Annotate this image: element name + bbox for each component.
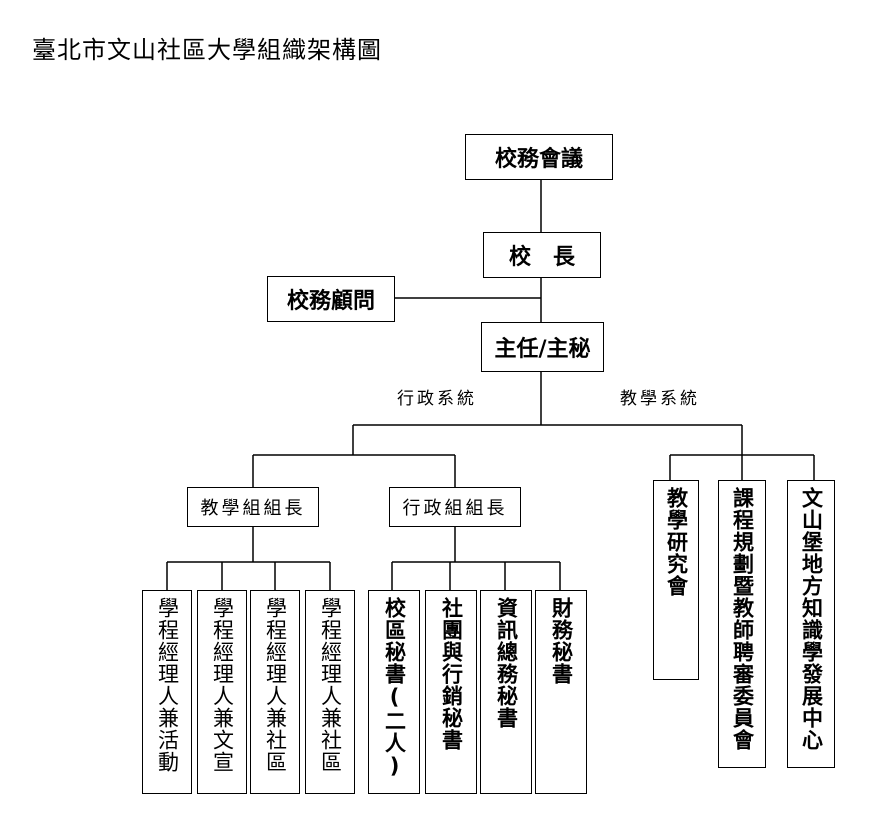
director-box: 主任/主秘 [481,322,604,372]
page-title: 臺北市文山社區大學組織架構圖 [32,36,382,64]
teaching-committee-box: 教學研究會 [653,480,699,680]
admin-staff-label: 財務秘書 [549,597,574,685]
school-advisor-box: 校務顧問 [267,276,395,322]
admin-staff-box: 財務秘書 [535,590,587,794]
teaching-staff-label: 學程經理人兼文宣 [210,597,235,773]
teaching-staff-label: 學程經理人兼社區 [318,597,343,773]
teaching-staff-box: 學程經理人兼活動 [142,590,192,794]
teaching-staff-label: 學程經理人兼社區 [263,597,288,773]
teaching-committee-label: 教學研究會 [664,487,689,597]
teaching-committee-label: 文山堡地方知識學發展中心 [799,487,824,751]
teaching-system-label: 教學系統 [620,389,700,409]
admin-staff-label: 資訊總務秘書 [494,597,519,729]
admin-staff-label: 校區秘書(二人) [382,597,407,779]
admin-staff-box: 社團與行銷秘書 [425,590,477,794]
teaching-staff-box: 學程經理人兼文宣 [197,590,247,794]
admin-group-leader-box: 行政組組長 [389,487,521,527]
teaching-committee-box: 課程規劃暨教師聘審委員會 [718,480,766,768]
teaching-group-leader-box: 教學組組長 [187,487,319,527]
teaching-committee-label: 課程規劃暨教師聘審委員會 [730,487,755,751]
teaching-staff-label: 學程經理人兼活動 [155,597,180,773]
admin-staff-box: 校區秘書(二人) [368,590,420,794]
school-council-box: 校務會議 [465,134,613,180]
teaching-committee-box: 文山堡地方知識學發展中心 [787,480,835,768]
admin-staff-label: 社團與行銷秘書 [439,597,464,751]
principal-box: 校 長 [483,232,601,278]
admin-staff-box: 資訊總務秘書 [480,590,532,794]
teaching-staff-box: 學程經理人兼社區 [250,590,300,794]
admin-system-label: 行政系統 [397,389,477,409]
teaching-staff-box: 學程經理人兼社區 [305,590,355,794]
